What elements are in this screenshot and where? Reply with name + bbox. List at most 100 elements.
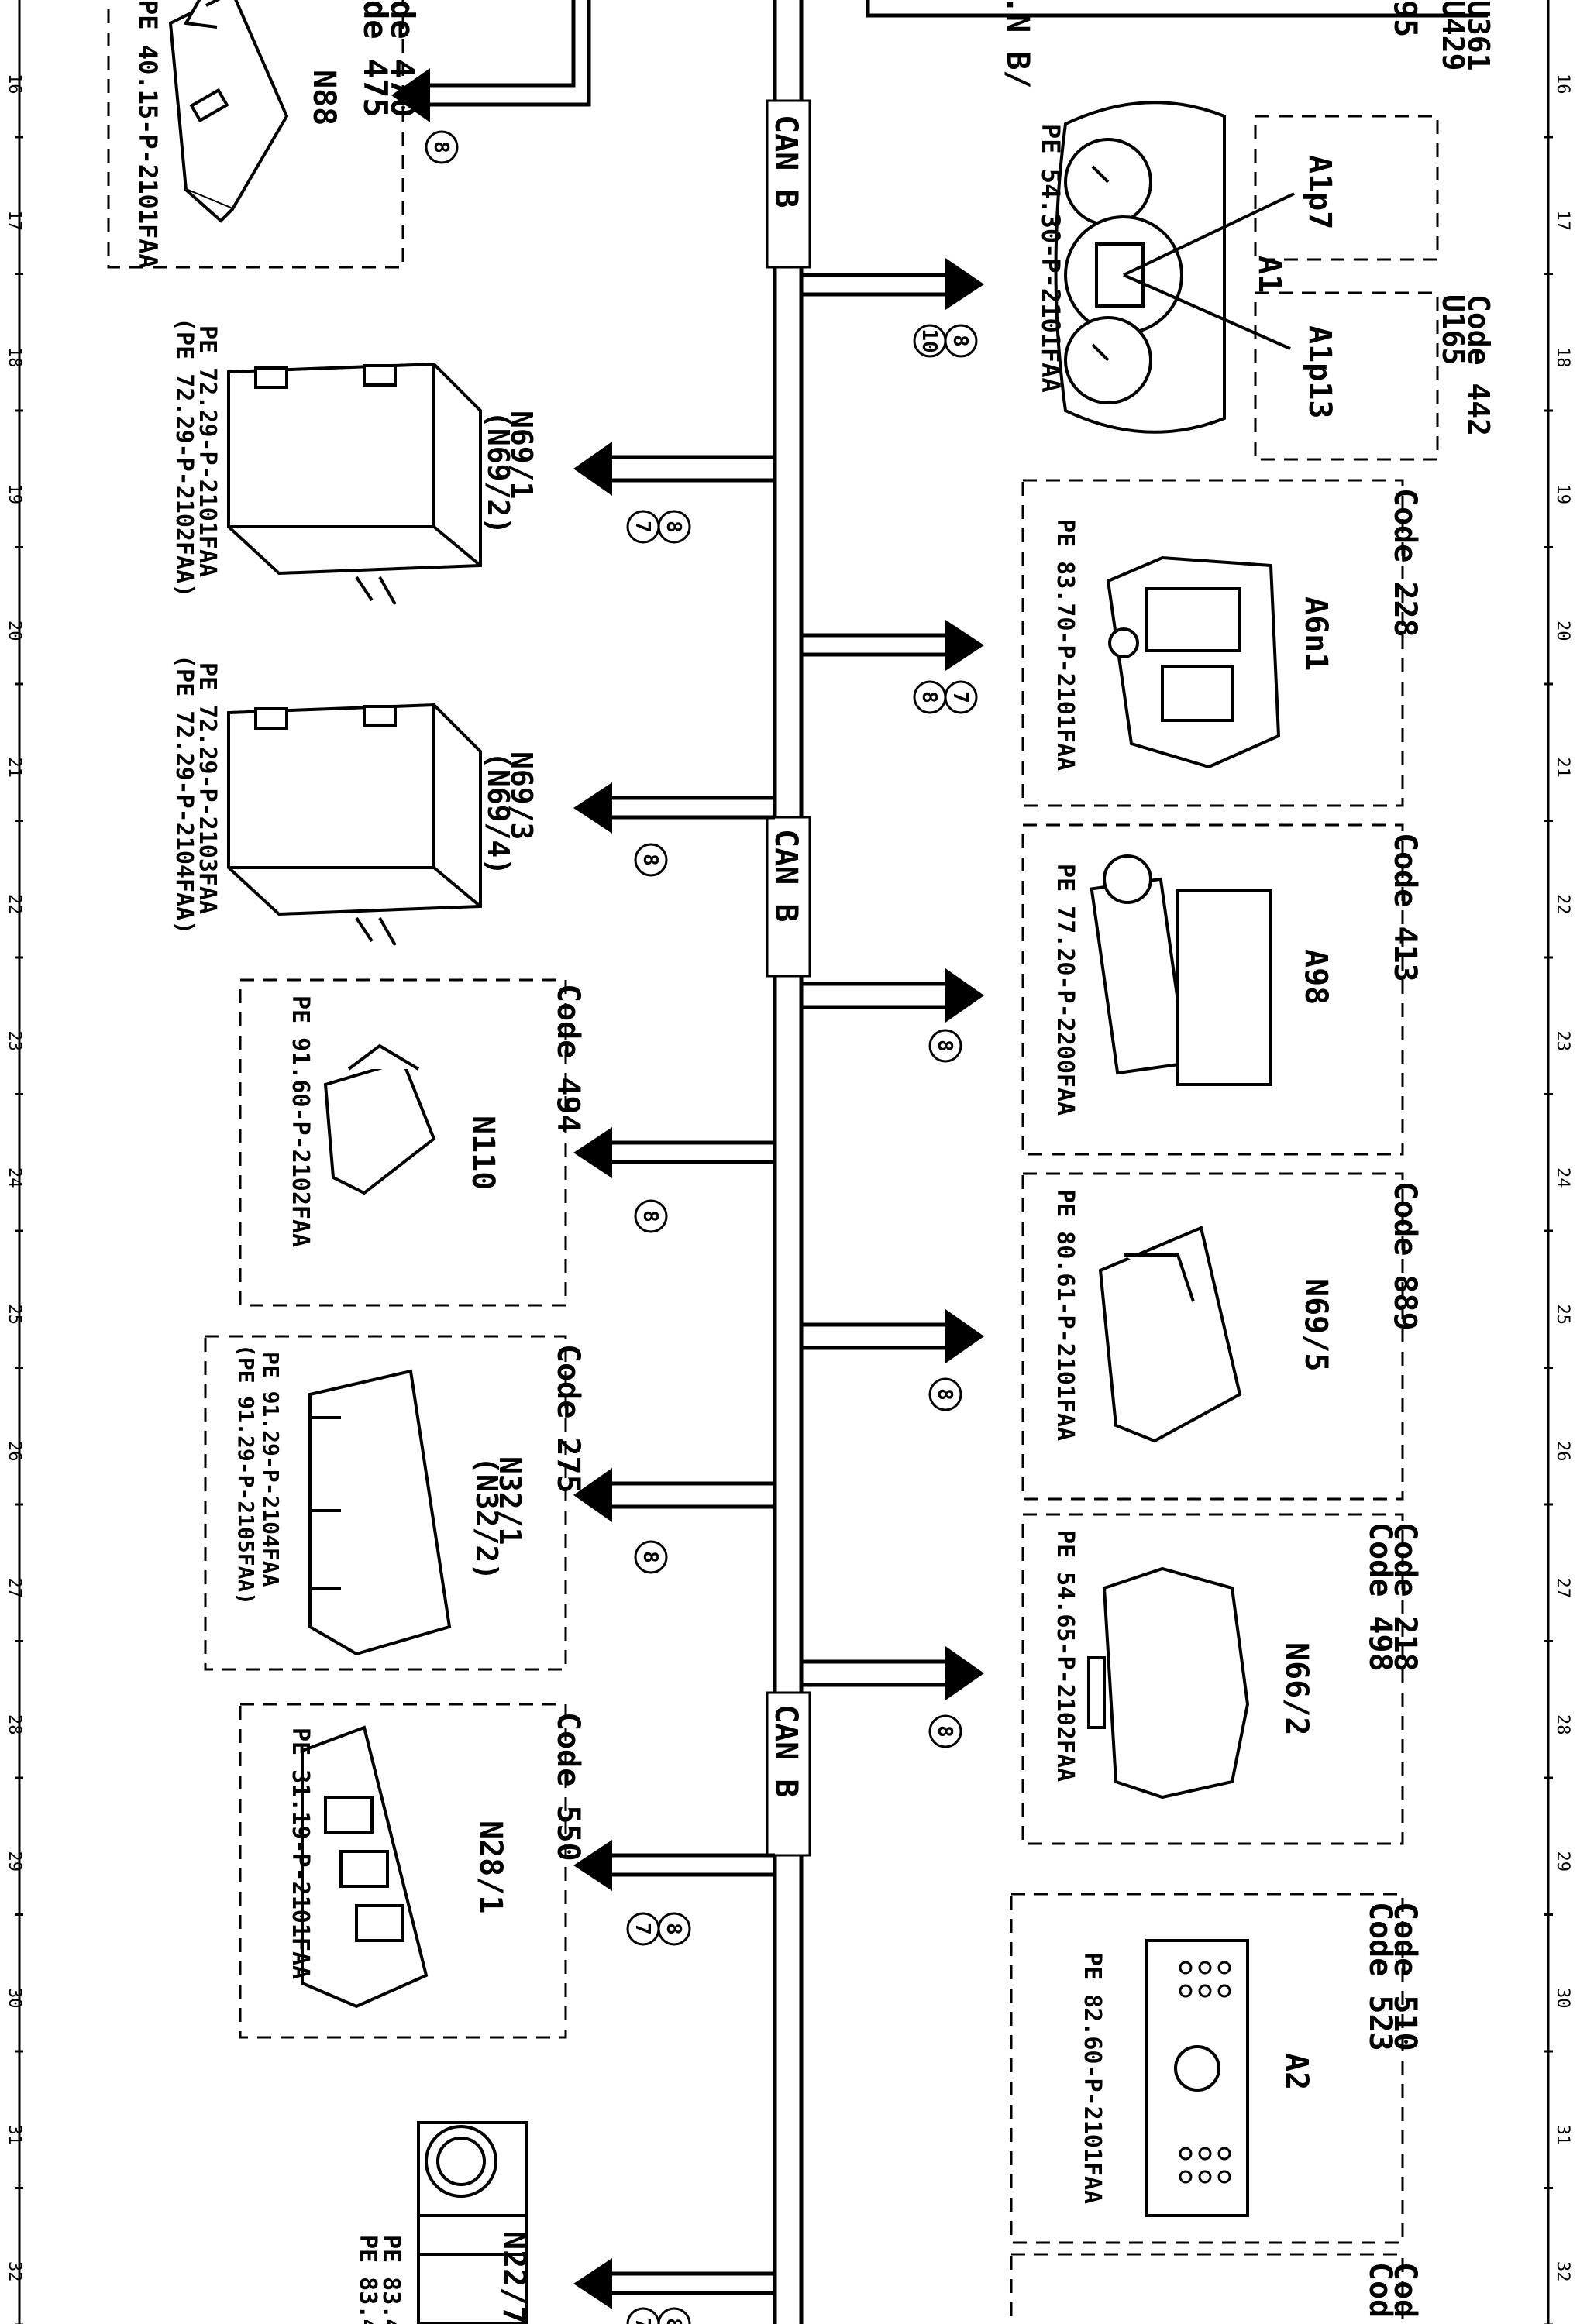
grid-number-left: 19 — [5, 484, 24, 505]
component-label: N110 — [465, 1116, 501, 1190]
component-label: (N32/2) — [470, 1456, 504, 1580]
component-label: PE 54.30-P-2101FAA — [1036, 124, 1065, 393]
grid-number-right: 30 — [1553, 1988, 1572, 2009]
component-label: A98 — [1298, 949, 1334, 1005]
grid-number-left: 21 — [5, 758, 24, 779]
box-a98 — [1021, 823, 1404, 1156]
component-label: (PE 72.29-P-2102FAA) — [170, 318, 198, 597]
component-label: (PE 72.29-P-2104FAA) — [170, 655, 198, 934]
n69-1-module-icon — [227, 362, 482, 605]
grid-number-left: 23 — [5, 1031, 24, 1052]
circle-ref-number: 8 — [639, 854, 662, 866]
component-label: PE 40.15-P-2101FAA — [133, 0, 163, 269]
grid-number-left: 31 — [5, 2125, 24, 2146]
circle-ref: 8 — [657, 2307, 691, 2324]
branch-wires — [430, 0, 1488, 2295]
component-label: PE 72.29-P-2101FAA — [194, 325, 221, 577]
circle-ref-number: 8 — [933, 1040, 956, 1052]
component-label: U165 — [1436, 294, 1470, 366]
component-label: A1p7 — [1302, 155, 1337, 229]
grid-number-left: 28 — [5, 1714, 24, 1735]
arrow-n66-2 — [945, 1646, 984, 1700]
component-label: 2.N B/ — [1000, 0, 1035, 89]
component-label: PE 83.70-P-2101FAA — [1052, 519, 1079, 771]
component-label: (N69/2) — [481, 411, 515, 535]
circle-ref: 8 — [928, 1029, 962, 1063]
can-bus — [773, 0, 804, 2324]
component-label: PE 91.29-P-2104FAA — [258, 1352, 284, 1587]
component-label: 95 — [1387, 0, 1423, 37]
circle-ref: 7 — [944, 680, 978, 714]
box-n69-5 — [1021, 1172, 1404, 1501]
grid-number-right: 25 — [1553, 1305, 1572, 1325]
n22-7-module-icon — [417, 2121, 528, 2324]
component-label: Code 218 — [1387, 1522, 1423, 1672]
box-a2 — [1010, 1893, 1404, 2244]
component-label: Cod — [1362, 2262, 1398, 2318]
grid-number-left: 20 — [5, 621, 24, 641]
grid-number-left: 24 — [5, 1167, 24, 1188]
grid-number-right: 17 — [1553, 211, 1572, 232]
circle-ref-number: 8 — [948, 335, 972, 347]
box-a1p7 — [1254, 115, 1439, 261]
box-bottom-right — [1010, 2253, 1404, 2324]
arrow-n32-1 — [573, 1468, 612, 1522]
circle-ref-number: 7 — [631, 2318, 654, 2324]
arrow-n69-3 — [573, 782, 612, 834]
circle-ref-number: 8 — [917, 691, 941, 703]
component-label: U361 — [1461, 0, 1496, 71]
component-label: N69/5 — [1298, 1278, 1334, 1371]
circle-ref: 8 — [634, 1199, 668, 1233]
arrow-n22-7 — [573, 2258, 612, 2309]
circle-ref-number: 7 — [631, 521, 654, 533]
component-label: A6n1 — [1298, 596, 1334, 671]
grid-number-right: 18 — [1553, 347, 1572, 368]
circle-ref-number: 8 — [662, 521, 685, 533]
grid-number-left: 25 — [5, 1305, 24, 1325]
a6n1-module-icon — [1106, 555, 1281, 769]
grid-number-left: 29 — [5, 1851, 24, 1872]
n88-module-icon — [168, 0, 289, 223]
arrow-n88 — [391, 68, 430, 122]
arrow-n28-1 — [573, 1840, 612, 1891]
circle-ref: 8 — [634, 843, 668, 877]
grid-number-right: 29 — [1553, 1851, 1572, 1872]
component-label: Code 442 — [1461, 294, 1496, 436]
grid-number-right: 32 — [1553, 2261, 1572, 2282]
grid-number-left: 26 — [5, 1441, 24, 1462]
grid-number-right: 20 — [1553, 621, 1572, 641]
component-label: PE 91.60-P-2102FAA — [287, 995, 314, 1247]
grid-number-right: 23 — [1553, 1031, 1572, 1052]
grid-number-right: 31 — [1553, 2125, 1572, 2146]
grid-number-right: 27 — [1553, 1578, 1572, 1599]
component-label: Code 494 — [550, 984, 586, 1133]
circle-ref: 8 — [657, 510, 691, 544]
box-n88 — [107, 0, 404, 269]
arrow-n69-1 — [573, 442, 612, 496]
component-label: N22/7 — [496, 2231, 532, 2324]
circle-ref: 8 — [657, 1912, 691, 1946]
n69-5-module-icon — [1098, 1226, 1242, 1443]
grid-number-left: 16 — [5, 74, 24, 95]
grid-number-right: 24 — [1553, 1167, 1572, 1188]
component-label: PE 77.20-P-2200FAA — [1052, 864, 1079, 1116]
arrow-n110 — [573, 1127, 612, 1178]
grid-number-right: 26 — [1553, 1441, 1572, 1462]
grid-number-left: 32 — [5, 2261, 24, 2282]
component-label: A1p13 — [1302, 325, 1337, 418]
component-label: (PE 91.29-P-2105FAA) — [233, 1344, 259, 1605]
arrow-a1 — [945, 258, 984, 310]
circle-ref-number: 7 — [948, 691, 972, 703]
circle-ref: 7 — [626, 2307, 660, 2324]
component-label: Code 889 — [1387, 1181, 1423, 1331]
component-label: Code 523 — [1362, 1902, 1398, 2051]
circle-ref: 8 — [425, 130, 459, 164]
circle-ref: 8 — [928, 1377, 962, 1411]
box-n66-2 — [1021, 1513, 1404, 1845]
n69-3-module-icon — [227, 703, 482, 946]
a98-module-icon — [1090, 854, 1272, 1086]
